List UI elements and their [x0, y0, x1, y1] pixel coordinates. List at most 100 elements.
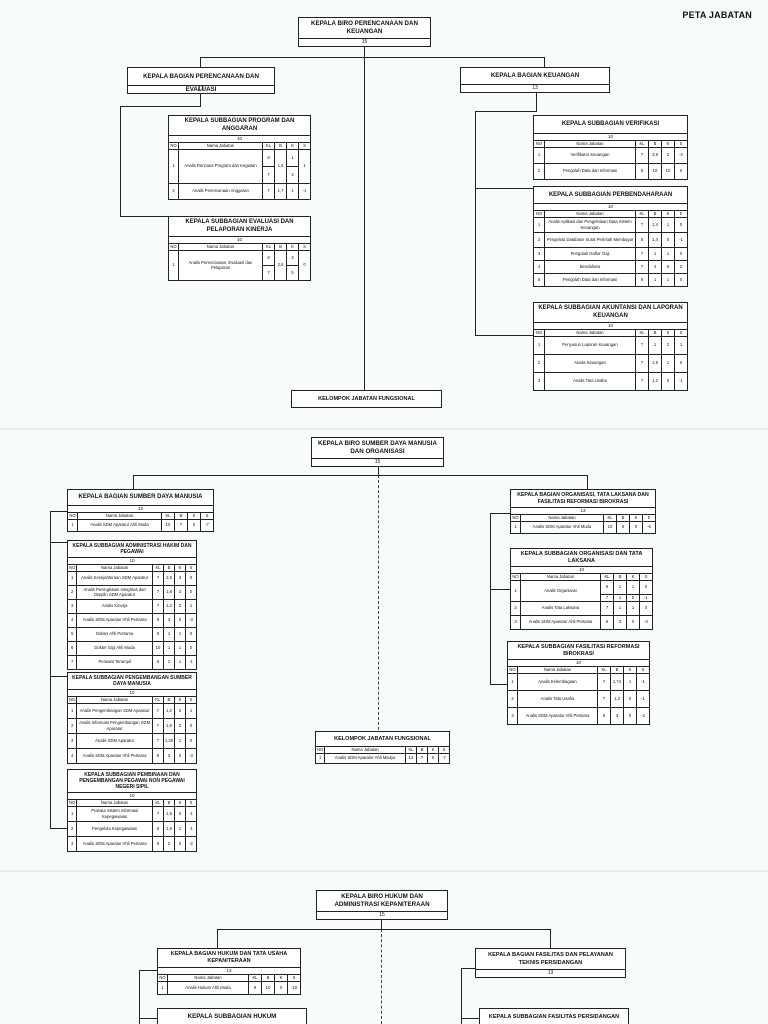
table-row: 2 Analis Perencanaan Anggaran 7 1,7 1 -1: [168, 182, 311, 200]
cell-nama: Analis Aplikasi dan Pengelolaan Data Sis…: [544, 216, 636, 233]
cell-s: -3: [185, 612, 197, 628]
cell-k: 2: [174, 717, 186, 734]
cell-k: 1: [286, 182, 299, 200]
cell-s: -1: [674, 371, 688, 391]
connector-line: [475, 111, 537, 113]
cell-nama: Analis SDM Aparatur Ahli Pertama: [76, 747, 153, 764]
cell-k: 2: [661, 146, 675, 164]
cell-kl: 6: [635, 231, 649, 248]
fungsional-box: KELOMPOK JABATAN FUNGSIONAL: [291, 390, 442, 408]
cell-nama: Analis SDM Aparatur Ahli Pertama: [76, 612, 153, 628]
cell-kl: 7: [262, 264, 275, 281]
cell-kl: 7: [152, 570, 164, 586]
connector-line: [50, 828, 67, 830]
cell-nama: Penyusun Laporan Keuangan: [544, 335, 636, 355]
cell-no: 2: [507, 689, 518, 708]
subbagian-evaluasi-table: KEPALA SUBBAGIAN EVALUASI DAN PELAPORAN …: [168, 216, 311, 281]
cell-k: 1: [661, 246, 675, 261]
position-title: KEPALA BIRO HUKUM DAN ADMINISTRASI KEPAN…: [334, 893, 430, 908]
cell-no: 3: [66, 598, 78, 614]
cell-b: 1,6: [163, 820, 175, 837]
cell-k: 1: [174, 654, 186, 670]
cell-kl: 7: [152, 584, 164, 600]
cell-nama: Analis SDM Aparatur Ahli Pertama: [76, 835, 153, 852]
cell-no: 5: [533, 272, 545, 287]
cell-b: 1,4: [648, 216, 662, 233]
cell-kl: 8: [600, 614, 614, 630]
cell-nama: Analis SDM Aparatur Ahli Muda: [520, 520, 604, 534]
cell-k: 1: [626, 579, 640, 595]
cell-s: -1: [639, 593, 653, 602]
cell-no: 7: [66, 654, 78, 670]
cell-b: 1: [648, 335, 662, 355]
position-title: KEPALA BAGIAN SUMBER DAYA MANUSIA: [67, 489, 214, 506]
cell-s: 1: [674, 335, 688, 355]
cell-nama: Analis Informasi Pengembangan SDM Aparat…: [76, 717, 153, 734]
cell-no: 1: [533, 146, 545, 164]
position-grade: 10: [510, 566, 653, 574]
cell-s: -1: [298, 182, 311, 200]
cell-no: 2: [168, 182, 179, 200]
cell-kl: 7: [152, 805, 164, 822]
cell-s: -2: [185, 835, 197, 852]
cell-b: 1: [648, 272, 662, 287]
cell-k: 0: [274, 980, 288, 995]
cell-kl: 7: [635, 216, 649, 233]
cell-kl: 7: [262, 182, 275, 200]
position-grade: 13: [157, 967, 301, 975]
position-grade: 15: [312, 458, 443, 466]
cell-k: 0: [661, 371, 675, 391]
position-title: KEPALA BAGIAN PERENCANAAN DAN EVALUASI: [143, 73, 259, 93]
connector-line: [461, 968, 463, 1024]
connector-line: [381, 929, 382, 1024]
connector-line: [475, 335, 535, 337]
cell-kl: 8: [262, 249, 275, 266]
cell-k: 1: [661, 216, 675, 233]
cell-b: 3,8: [648, 146, 662, 164]
position-title: KEPALA BAGIAN ORGANISASI, TATA LAKSANA D…: [510, 489, 656, 508]
position-title: KEPALA SUBBAGIAN AKUNTANSI DAN LAPORAN K…: [533, 302, 688, 323]
cell-s: -6: [642, 520, 656, 534]
cell-b: 1,8: [162, 717, 176, 734]
cell-no: 1: [510, 520, 521, 534]
cell-k: 0: [629, 520, 643, 534]
cell-k: 2: [174, 702, 186, 719]
bagian-fasilitas-box: KEPALA BAGIAN FASILITAS DAN PELAYANAN TE…: [475, 948, 626, 978]
cell-no: 5: [66, 626, 78, 642]
cell-kl: 8: [597, 706, 611, 725]
cell-s: 2: [674, 259, 688, 274]
table-row: 1 Verifikator Keuangan 7 3,8 2 -2: [533, 146, 688, 164]
connector-line: [490, 589, 510, 591]
cell-s: 0: [639, 600, 653, 616]
cell-k: 0: [427, 752, 439, 764]
connector-line: [378, 475, 379, 735]
cell-k: 2: [286, 165, 299, 184]
position-title: KEPALA BAGIAN FASILITAS DAN PELAYANAN TE…: [488, 952, 613, 966]
cell-nama: Pengolah Data dan Informasi: [544, 162, 636, 180]
cell-b: 2: [163, 835, 175, 852]
cell-nama: Analis Rencana Program dan Kegiatan: [178, 148, 263, 184]
cell-nama: Verifikator Keuangan: [544, 146, 636, 164]
connector-line: [381, 920, 383, 929]
cell-b: 7: [416, 752, 428, 764]
cell-no: 1: [314, 752, 326, 764]
cell-s: 1: [185, 702, 197, 719]
position-grade: 10: [67, 689, 197, 697]
connector-line: [133, 475, 588, 477]
cell-kl: 7: [597, 689, 611, 708]
cell-s: 0: [674, 216, 688, 233]
subbagian-pembinaan-table: KEPALA SUBBAGIAN PEMBINAAN DAN PENGEMBAN…: [66, 769, 197, 852]
cell-nama: Analis Perencanaan, Evaluasi dan Pelapor…: [178, 249, 263, 281]
cell-s: 0: [185, 626, 197, 642]
cell-nama: Dokter Gigi Ahli Muda: [76, 640, 153, 656]
connector-line: [461, 1018, 479, 1020]
connector-line: [490, 684, 507, 686]
position-title: KEPALA SUBBAGIAN ORGANISASI DAN TATA LAK…: [510, 548, 653, 567]
